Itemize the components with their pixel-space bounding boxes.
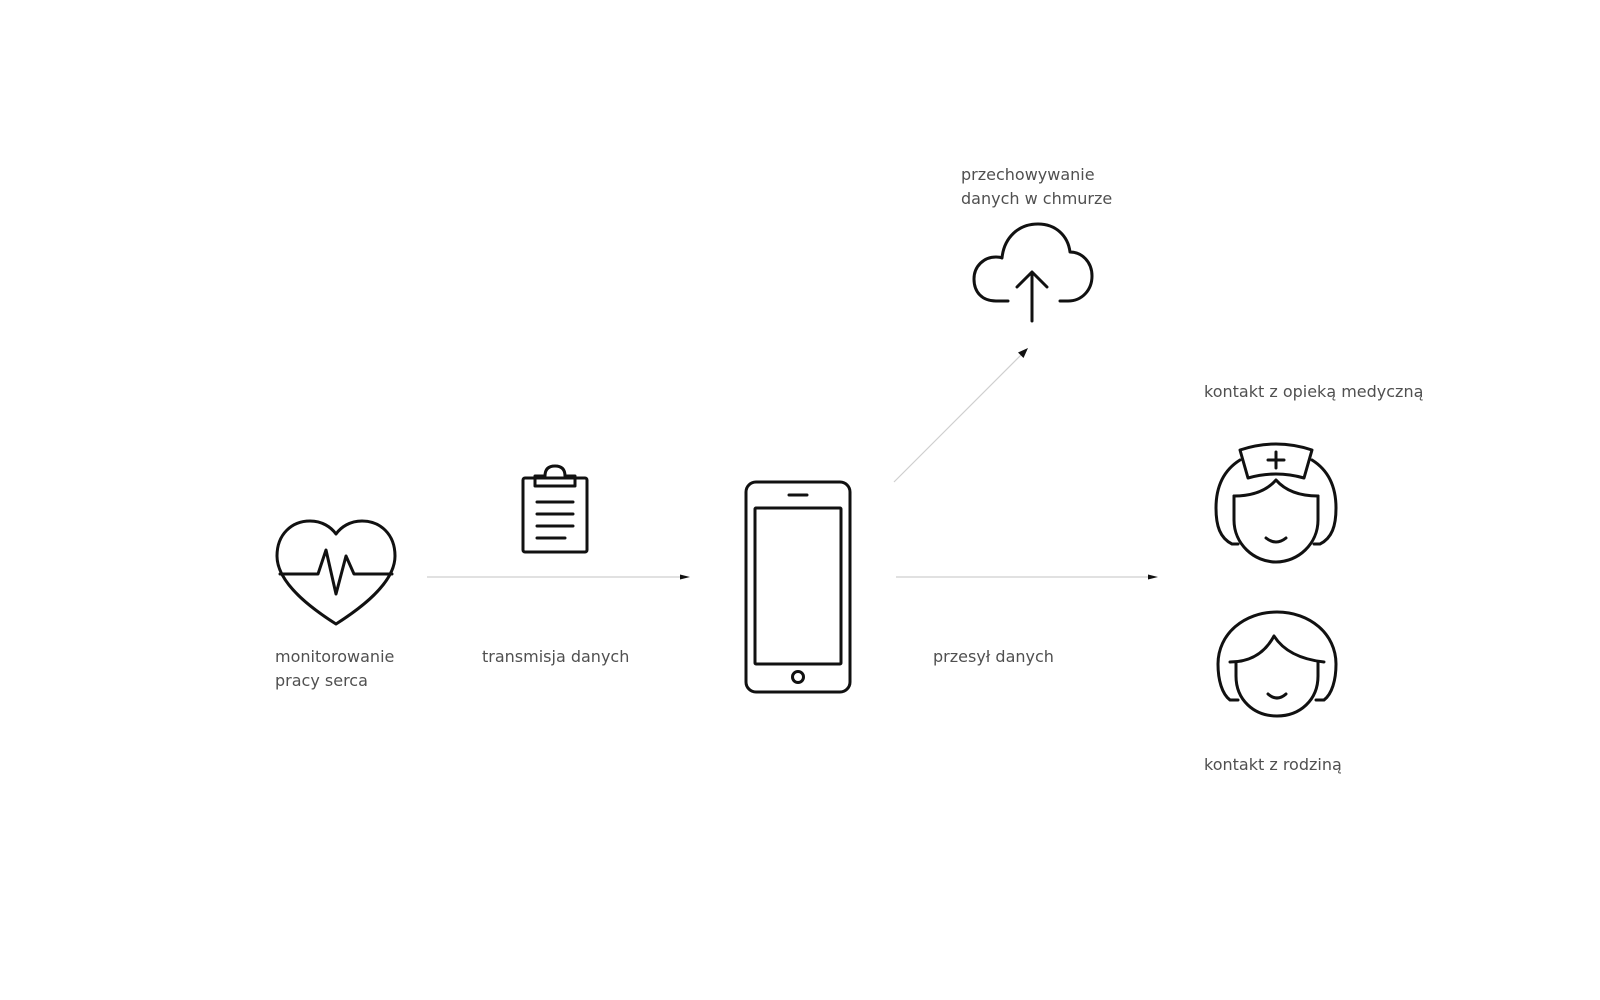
label-transfer-text: przesył danych (933, 647, 1054, 666)
label-heart-monitoring: monitorowanie pracy serca (275, 645, 394, 693)
label-family-contact: kontakt z rodziną (1204, 753, 1342, 777)
label-data-transmission: transmisja danych (482, 645, 629, 669)
label-medical-contact: kontakt z opieką medyczną (1204, 380, 1423, 404)
smartphone-icon (744, 480, 852, 694)
woman-icon (1216, 610, 1338, 718)
label-heart-line-1: monitorowanie (275, 647, 395, 666)
label-cloud-line-2: danych w chmurze (961, 189, 1113, 208)
label-transmission-text: transmisja danych (482, 647, 630, 666)
clipboard-icon (521, 464, 589, 554)
label-family-text: kontakt z rodziną (1204, 755, 1342, 774)
arrow-heart-to-phone (427, 574, 690, 580)
label-medical-text: kontakt z opieką medyczną (1204, 382, 1424, 401)
label-cloud-line-1: przechowywanie (961, 165, 1095, 184)
nurse-icon (1214, 440, 1338, 564)
heart-pulse-icon (274, 518, 398, 628)
label-cloud-storage: przechowywanie danych w chmurze (961, 163, 1112, 211)
label-data-transfer: przesył danych (933, 645, 1054, 669)
arrow-phone-to-medical (896, 574, 1158, 580)
cloud-upload-icon (972, 222, 1094, 324)
label-heart-line-2: pracy serca (275, 671, 368, 690)
arrow-phone-to-cloud (893, 348, 1028, 483)
